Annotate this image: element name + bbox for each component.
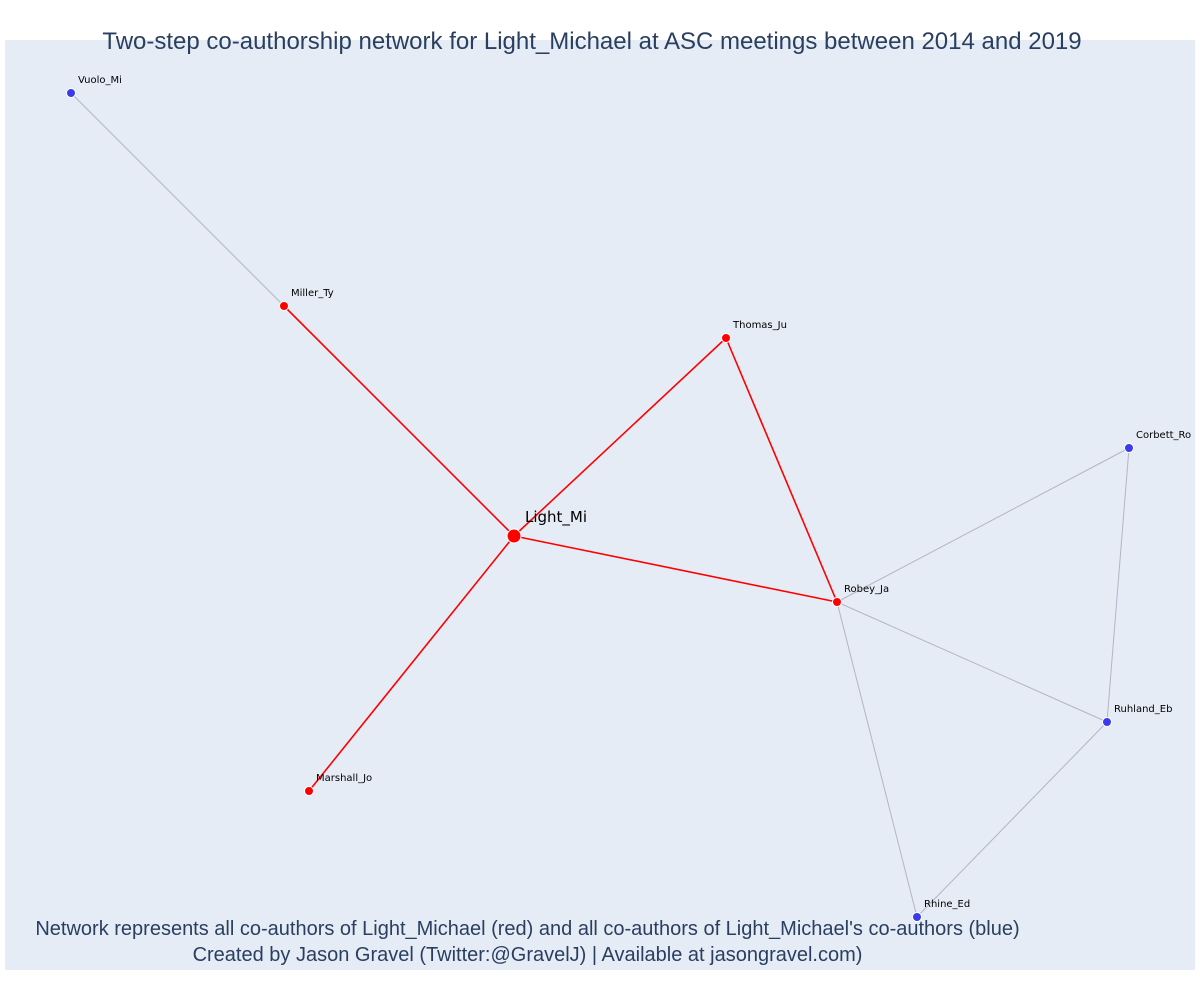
node-Marshall_Jo[interactable] [304,786,314,796]
edge-Ruhland_Eb-Rhine_Ed [916,721,1108,918]
edge-Light_Mi-Marshall_Jo [308,535,515,792]
caption-credit: Created by Jason Gravel (Twitter:@Gravel… [192,944,863,966]
node-label-Rhine_Ed: Rhine_Ed [924,899,970,910]
node-Vuolo_Mi[interactable] [66,88,76,98]
edge-Robey_Ja-Ruhland_Eb [836,601,1108,723]
node-Corbett_Ro[interactable] [1124,443,1134,453]
node-Ruhland_Eb[interactable] [1102,717,1112,727]
node-Light_Mi[interactable] [506,528,522,544]
node-label-Miller_Ty: Miller_Ty [291,288,334,299]
node-label-Vuolo_Mi: Vuolo_Mi [78,75,122,86]
node-label-Robey_Ja: Robey_Ja [844,584,889,595]
edge-Light_Mi-Miller_Ty [283,305,515,537]
edge-Corbett_Ro-Ruhland_Eb [1106,447,1130,723]
edge-Light_Mi-Robey_Ja [513,535,838,603]
edges-layer [70,92,1130,918]
edge-Robey_Ja-Rhine_Ed [836,601,918,918]
edge-Thomas_Ju-Robey_Ja [725,337,838,603]
chart-title: Two-step co-authorship network for Light… [102,28,1082,55]
node-label-Light_Mi: Light_Mi [525,508,587,527]
node-Thomas_Ju[interactable] [721,333,731,343]
node-Rhine_Ed[interactable] [912,912,922,922]
labels-layer: Light_Mi Vuolo_MiMiller_TyThomas_JuCorbet… [78,75,1191,910]
node-Robey_Ja[interactable] [832,597,842,607]
node-label-Marshall_Jo: Marshall_Jo [316,773,372,784]
node-label-Ruhland_Eb: Ruhland_Eb [1114,704,1172,715]
node-label-Thomas_Ju: Thomas_Ju [732,320,787,331]
edge-Miller_Ty-Vuolo_Mi [70,92,285,307]
edge-Robey_Ja-Corbett_Ro [836,447,1130,603]
nodes-layer [66,88,1134,922]
node-label-Corbett_Ro: Corbett_Ro [1136,430,1191,441]
network-plot-area [5,40,1195,970]
edge-Light_Mi-Thomas_Ju [513,337,727,537]
node-Miller_Ty[interactable] [279,301,289,311]
caption-legend-note: Network represents all co-authors of Lig… [35,918,1020,940]
